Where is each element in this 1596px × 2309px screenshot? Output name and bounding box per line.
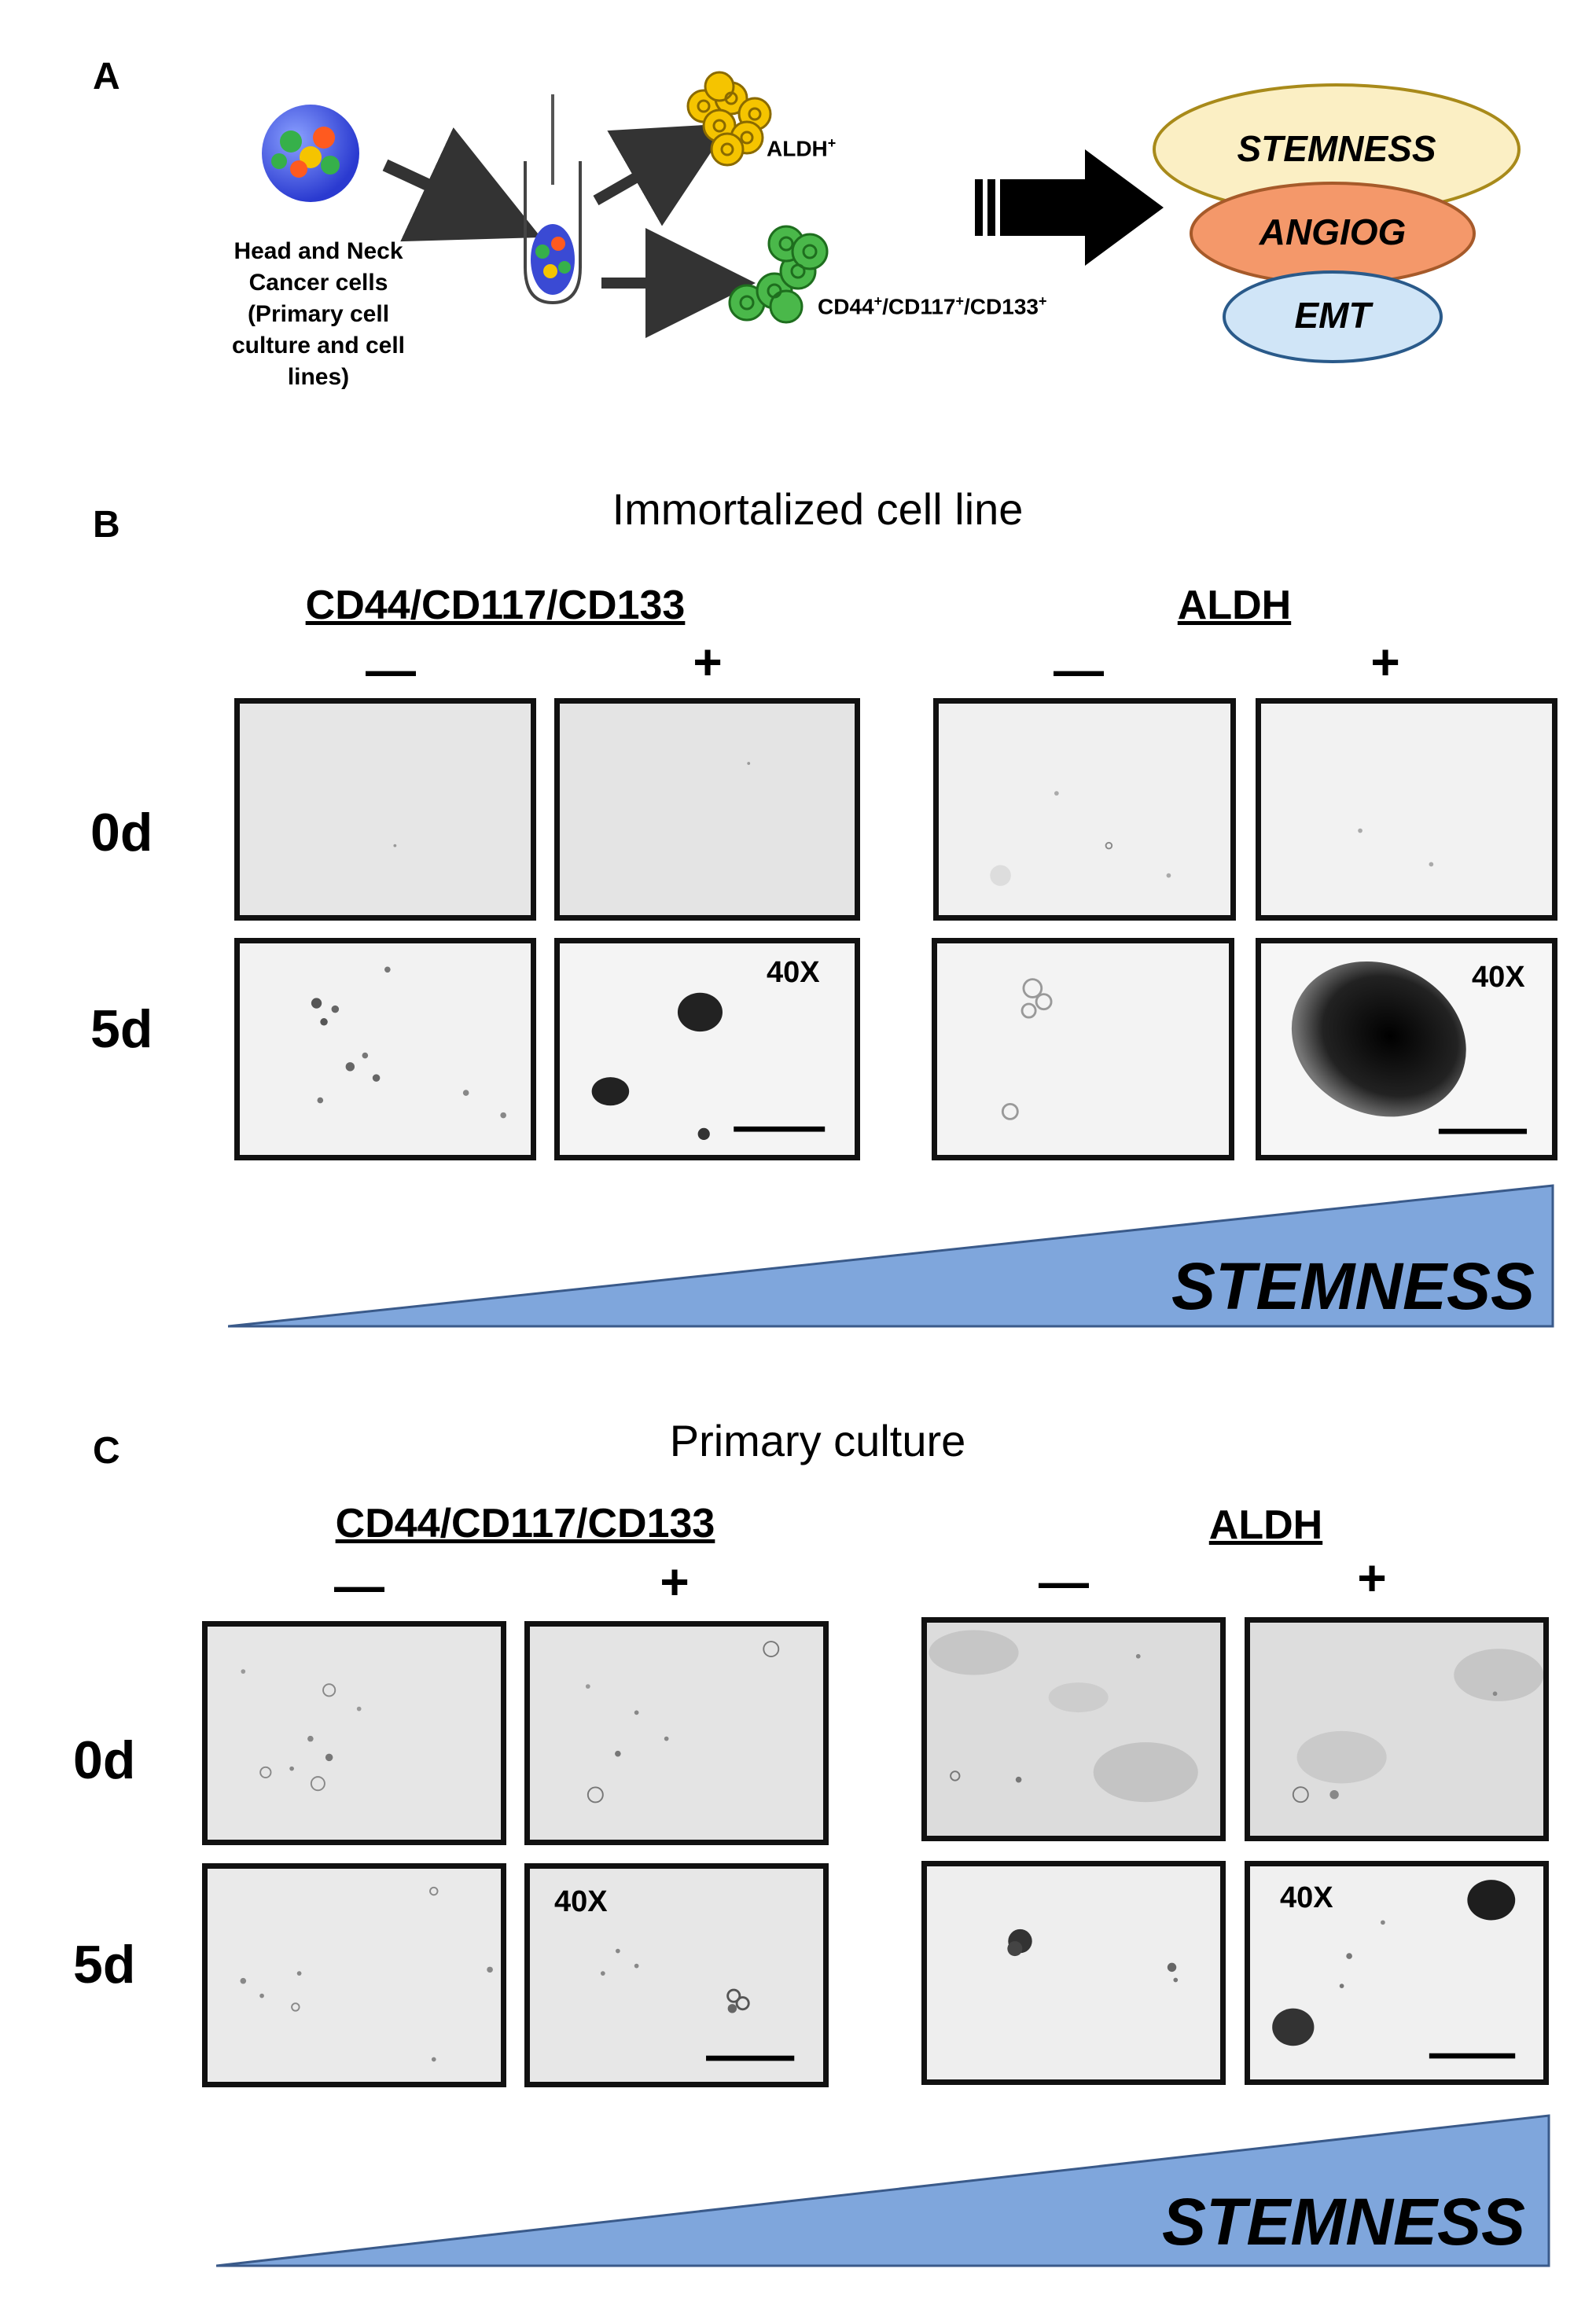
panel-c-aldh-minus: — [1039, 1553, 1089, 1610]
panel-c-letter: C [93, 1430, 120, 1472]
micrograph-b-cd-neg-5d [234, 938, 536, 1160]
cd-cells-icon [728, 225, 829, 324]
angiog-oval-label: ANGIOG [1259, 211, 1407, 252]
panel-b-marker-cd: CD44/CD117/CD133 [305, 583, 686, 628]
micrograph-c-aldh-pos-5d [1245, 1861, 1549, 2085]
micrograph-b-aldh-neg-5d [932, 938, 1234, 1160]
emt-oval-label: EMT [1294, 295, 1371, 336]
panel-b-row-0d: 0d [90, 803, 153, 862]
micrograph-c-cd-neg-5d [202, 1863, 506, 2087]
panel-c-aldh-plus: + [1357, 1550, 1387, 1606]
micrograph-c-aldh-neg-0d [921, 1617, 1226, 1841]
stemness-oval-label: STEMNESS [1237, 128, 1436, 169]
panel-b-aldh-minus: — [1054, 642, 1104, 698]
arrow-to-aldh [593, 123, 730, 226]
panel-c-marker-aldh: ALDH [1208, 1502, 1323, 1548]
panel-c-marker-cd: CD44/CD117/CD133 [335, 1501, 715, 1546]
panel-c-cd-plus: + [660, 1553, 690, 1610]
cd-positive-label: CD44+/CD117+/CD133+ [818, 293, 1047, 319]
panel-b-cd-plus: + [693, 634, 723, 690]
micrograph-b-cd-pos-5d [554, 938, 860, 1160]
big-right-arrow-icon [975, 149, 1164, 266]
micrograph-c-aldh-pos-0d [1245, 1617, 1549, 1841]
micrograph-c-aldh-neg-5d [921, 1861, 1226, 2085]
panel-b-letter: B [93, 504, 120, 546]
micrograph-b-aldh-neg-0d [933, 698, 1236, 921]
emt-oval [1223, 270, 1443, 363]
panel-b-marker-aldh: ALDH [1177, 583, 1292, 628]
panel-c-row-5d: 5d [73, 1935, 136, 1995]
panel-c-cd-minus: — [334, 1557, 384, 1614]
panel-b-aldh-plus: + [1370, 634, 1400, 690]
panel-b-stemness-wedge [228, 1184, 1554, 1328]
micrograph-c-cd-pos-5d [524, 1863, 829, 2087]
panel-b-title: Immortalized cell line [612, 484, 1024, 534]
source-cells-label: Head and Neck Cancer cells (Primary cell… [231, 238, 406, 390]
panel-a-letter: A [93, 56, 120, 97]
panel-c-stemness-wedge [216, 2114, 1550, 2267]
tumor-cluster-icon [262, 105, 359, 202]
arrow-to-tube [382, 127, 542, 242]
panel-b-mag-cd: 40X [767, 956, 820, 989]
panel-b-wedge-label: STEMNESS [1171, 1249, 1535, 1323]
micrograph-b-aldh-pos-0d [1256, 698, 1557, 921]
aldh-positive-label: ALDH+ [767, 135, 837, 161]
panel-c-row-0d: 0d [73, 1730, 136, 1790]
micrograph-b-cd-neg-0d [234, 698, 536, 921]
panel-b-cd-minus: — [366, 642, 416, 698]
panel-c-title: Primary culture [669, 1416, 966, 1465]
tube-icon [524, 94, 582, 305]
micrograph-c-cd-neg-0d [202, 1621, 506, 1845]
panel-c-wedge-label: STEMNESS [1162, 2185, 1526, 2259]
panel-c-mag-aldh: 40X [1280, 1881, 1333, 1914]
micrograph-b-cd-pos-0d [554, 698, 860, 921]
micrograph-c-cd-pos-0d [524, 1621, 829, 1845]
aldh-cells-icon [686, 71, 772, 167]
panel-b-row-5d: 5d [90, 999, 153, 1059]
micrograph-b-aldh-pos-5d [1256, 938, 1557, 1160]
panel-a-schematic [262, 71, 1521, 363]
panel-b-mag-aldh: 40X [1472, 961, 1525, 994]
panel-c-mag-cd: 40X [554, 1885, 608, 1918]
